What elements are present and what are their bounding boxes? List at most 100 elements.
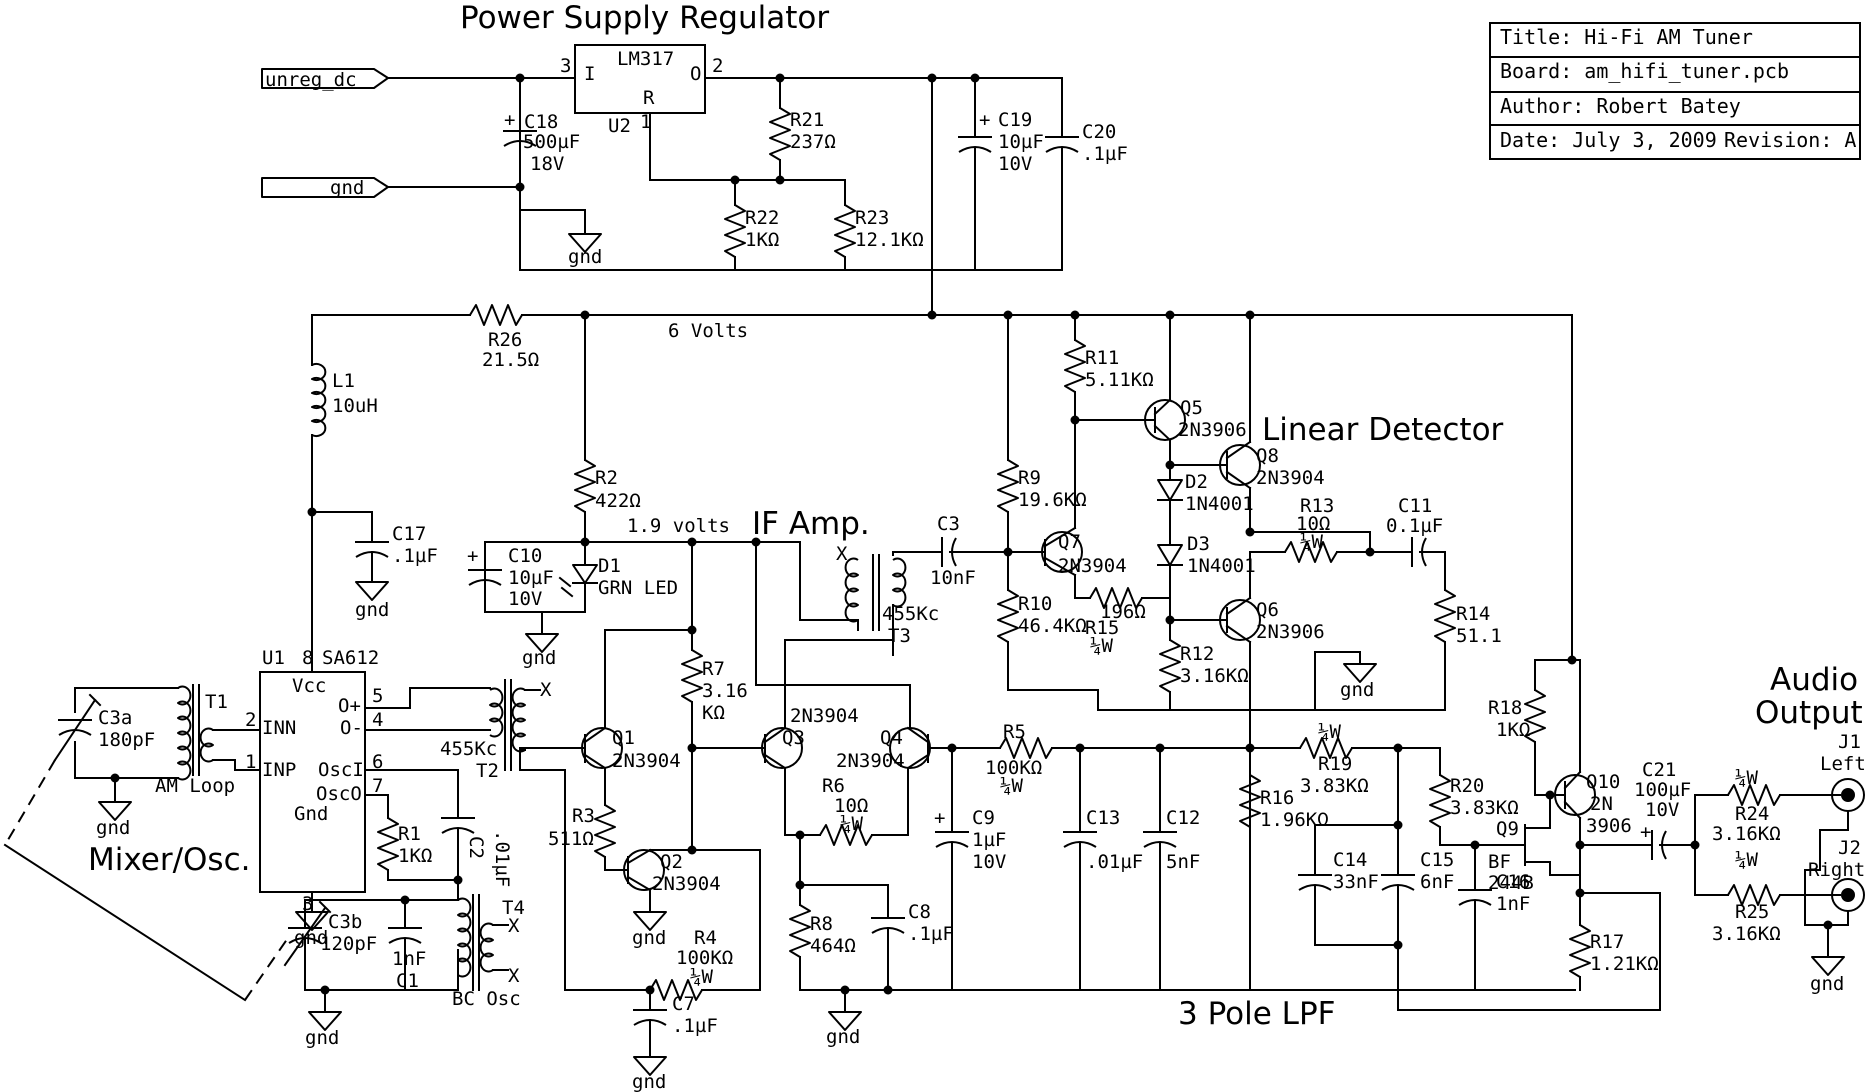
r7-label: R7 (702, 658, 725, 680)
svg-text:O-: O- (340, 717, 363, 739)
svg-text:2: 2 (712, 55, 723, 77)
mixer-oscillator: U1 8 SA612 Vcc O+ O- INN INP OscI OscO G… (3, 647, 552, 1049)
title-text: Title: Hi-Fi AM Tuner (1500, 25, 1753, 49)
svg-text:21.5Ω: 21.5Ω (482, 349, 539, 371)
svg-text:gnd: gnd (305, 1027, 339, 1049)
svg-text:R: R (643, 87, 655, 109)
r5-label: R5 (1003, 721, 1026, 743)
r18-label: R18 (1488, 697, 1522, 719)
q8-label: Q8 (1256, 445, 1279, 467)
svg-text:2: 2 (245, 709, 256, 731)
svg-text:1KΩ: 1KΩ (398, 845, 432, 867)
svg-text:¼W: ¼W (690, 966, 713, 988)
svg-text:3.83KΩ: 3.83KΩ (1300, 775, 1369, 797)
svg-text:7: 7 (372, 775, 383, 797)
svg-text:46.4KΩ: 46.4KΩ (1018, 615, 1087, 637)
svg-text:X: X (540, 679, 552, 701)
r3-label: R3 (572, 805, 595, 827)
svg-text:1µF: 1µF (972, 829, 1006, 851)
svg-text:3.16KΩ: 3.16KΩ (1712, 823, 1781, 845)
svg-text:SA612: SA612 (322, 647, 379, 669)
svg-text:33nF: 33nF (1333, 871, 1379, 893)
svg-text:0.1µF: 0.1µF (1386, 515, 1443, 537)
t2-label: 455Kc (440, 738, 497, 760)
svg-text:51.1: 51.1 (1456, 625, 1502, 647)
svg-text:X: X (508, 965, 520, 987)
svg-text:.1µF: .1µF (908, 923, 954, 945)
c2-label: C2 (465, 836, 487, 859)
r1-label: R1 (398, 823, 421, 845)
c19-label: C19 (998, 109, 1032, 131)
svg-text:U2: U2 (608, 115, 631, 137)
svg-text:INN: INN (262, 717, 296, 739)
r10-label: R10 (1018, 593, 1052, 615)
q7-label: Q7 (1058, 531, 1081, 553)
q4-label: Q4 (880, 727, 903, 749)
svg-text:Right: Right (1808, 859, 1865, 881)
svg-text:464Ω: 464Ω (810, 935, 856, 957)
svg-text:10nF: 10nF (930, 567, 976, 589)
c11-label: C11 (1398, 495, 1432, 517)
l1-label: L1 (332, 370, 355, 392)
svg-text:C1: C1 (396, 970, 419, 992)
svg-text:¼W: ¼W (1300, 531, 1323, 553)
svg-text:BF: BF (1488, 851, 1511, 873)
r24-label: ¼W (1735, 767, 1758, 789)
output-stage: R18 1KΩ Q10 2N 3906 R17 1.21KΩ + C21 100… (1488, 655, 1866, 995)
q6-label: Q6 (1256, 599, 1279, 621)
svg-text:¼W: ¼W (1090, 635, 1113, 657)
r4-label: R4 (694, 927, 717, 949)
svg-text:R19: R19 (1318, 753, 1352, 775)
svg-text:U1: U1 (262, 647, 285, 669)
q3-label: 2N3904 (790, 705, 859, 727)
r15-label: 196Ω (1100, 601, 1146, 623)
svg-text:2N3904: 2N3904 (836, 750, 905, 772)
svg-text:gnd: gnd (1340, 679, 1374, 701)
svg-text:4: 4 (372, 709, 383, 731)
svg-text:GRN LED: GRN LED (598, 577, 678, 599)
svg-text:R15: R15 (1085, 617, 1119, 639)
if-amplifier: X 455Kc T3 C3 10nF R7 3.16 KΩ Q1 2N3904 (519, 513, 1576, 1092)
t3-label: 455Kc (882, 603, 939, 625)
svg-text:X: X (508, 915, 520, 937)
q10-label: Q10 (1586, 771, 1620, 793)
svg-text:+: + (504, 109, 515, 131)
svg-text:1: 1 (640, 111, 651, 133)
q5-label: Q5 (1180, 397, 1203, 419)
svg-text:OscI: OscI (318, 759, 364, 781)
mixer-section-title: Mixer/Osc. (88, 842, 250, 878)
r12-label: R12 (1180, 643, 1214, 665)
svg-text:3.16: 3.16 (702, 680, 748, 702)
c12-label: C12 (1166, 807, 1200, 829)
svg-text:gnd: gnd (355, 599, 389, 621)
svg-text:OscO: OscO (316, 783, 362, 805)
revision-text: Revision: A (1724, 128, 1856, 152)
one-nine-volts-label: 1.9 volts (627, 515, 730, 537)
svg-text:.1µF: .1µF (392, 545, 438, 567)
svg-text:10V: 10V (1645, 799, 1679, 821)
c8-label: C8 (908, 901, 931, 923)
c15-label: C15 (1420, 849, 1454, 871)
power-section-title: Power Supply Regulator (460, 0, 829, 36)
svg-text:5: 5 (372, 685, 383, 707)
board-text: Board: am_hifi_tuner.pcb (1500, 59, 1789, 83)
svg-text:19.6KΩ: 19.6KΩ (1018, 489, 1087, 511)
author-text: Author: Robert Batey (1500, 94, 1741, 118)
r6-label: R6 (822, 775, 845, 797)
c17-label: C17 (392, 523, 426, 545)
q1-label: Q1 (612, 727, 635, 749)
svg-text:T2: T2 (476, 760, 499, 782)
svg-text:I: I (584, 63, 595, 85)
svg-text:10V: 10V (998, 153, 1032, 175)
svg-text:3.16KΩ: 3.16KΩ (1180, 665, 1249, 687)
svg-text:Gnd: Gnd (294, 803, 328, 825)
audio-output-title-1: Audio (1770, 662, 1858, 698)
c3b-label: C3b (328, 911, 362, 933)
svg-text:10Ω: 10Ω (834, 795, 868, 817)
r17-label: R17 (1590, 931, 1624, 953)
linear-detector: R9 19.6KΩ R10 46.4KΩ Q7 2N3904 196Ω R15 … (997, 314, 1502, 991)
svg-text:Left: Left (1820, 753, 1866, 775)
j1-label: J1 (1838, 731, 1861, 753)
c7-label: C7 (672, 993, 695, 1015)
six-volt-bus: R26 21.5Ω 6 Volts L1 10uH C17 .1µF gnd (307, 304, 1573, 666)
